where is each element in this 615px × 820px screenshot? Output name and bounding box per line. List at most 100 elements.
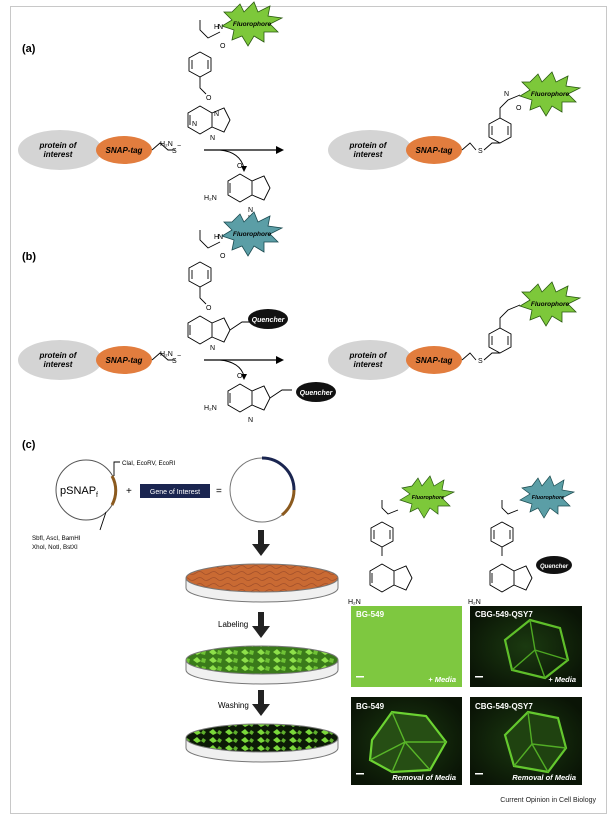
svg-text:protein of: protein of: [39, 351, 78, 360]
fluorophore-burst-c-bg: [399, 475, 456, 519]
svg-text:interest: interest: [354, 360, 383, 369]
svg-text:Quencher: Quencher: [540, 564, 569, 570]
svg-text:H₂N: H₂N: [468, 599, 481, 606]
figure-frame: [10, 6, 607, 814]
svg-text:Fluorophore: Fluorophore: [532, 495, 564, 501]
svg-text:O: O: [516, 105, 522, 112]
micrograph-title: CBG-549-QSY7: [475, 702, 533, 711]
micrograph-title: CBG-549-QSY7: [475, 610, 533, 619]
svg-text:Fluorophore: Fluorophore: [531, 301, 570, 308]
snap-tag-label: SNAP-tag: [106, 146, 143, 155]
snap-tag-a-left: [96, 136, 152, 164]
svg-text:N: N: [248, 417, 253, 424]
svg-text:H: H: [214, 234, 219, 241]
svg-text:S: S: [478, 358, 483, 365]
restriction-sites-bottom-1: SbfI, AscI, BamHI: [32, 535, 81, 542]
top-sites-leader: [113, 461, 120, 476]
svg-text:N: N: [218, 234, 223, 241]
svg-text:H₂N: H₂N: [204, 405, 217, 412]
leaving-arrow-b: [219, 359, 245, 377]
micrograph-title: BG-549: [356, 610, 385, 619]
protein-of-interest-a-left: [18, 130, 102, 170]
leaving-arrowhead-a: [241, 166, 247, 172]
leaving-arrow-a: [219, 149, 245, 169]
workflow-arrow-1: [252, 530, 270, 556]
micrograph-caption: Removal of Media: [512, 773, 576, 782]
fluorophore-burst-b-substrate: [221, 211, 284, 257]
svg-text:N: N: [192, 121, 197, 128]
panel-c-label: (c): [22, 439, 36, 451]
gene-of-interest-label: Gene of Interest: [150, 489, 200, 496]
svg-text:SNAP-tag: SNAP-tag: [416, 356, 453, 365]
equals-sign: =: [216, 486, 222, 497]
micrograph-bg549-removal: BG-549 Removal of Media: [351, 697, 462, 785]
svg-text:N: N: [218, 24, 223, 31]
svg-text:H₂N: H₂N: [160, 141, 173, 148]
svg-text:interest: interest: [44, 360, 73, 369]
svg-text:H₂N: H₂N: [204, 195, 217, 202]
cbg549-qsy7-structure: H₂N: [468, 500, 533, 606]
dish-washed: [185, 723, 339, 763]
leaving-arrowhead-b: [241, 374, 247, 380]
protein-label-1: protein of: [39, 141, 78, 150]
washing-step: Washing: [218, 701, 249, 710]
svg-text:O: O: [237, 163, 243, 170]
svg-text:Quencher: Quencher: [252, 317, 286, 324]
svg-text:H₂N: H₂N: [160, 351, 173, 358]
fluorophore-burst-b-product: [519, 281, 582, 327]
protein-of-interest-b-right: [328, 340, 412, 380]
svg-text:Fluorophore: Fluorophore: [531, 91, 570, 98]
svg-text:N: N: [214, 111, 219, 118]
dish-cells: [185, 563, 339, 603]
fluorophore-label: Fluorophore: [233, 21, 272, 28]
workflow-arrow-2: [252, 612, 270, 638]
snap-tag-b-right: [406, 346, 462, 374]
restriction-sites-bottom-2: XhoI, NotI, BstXI: [32, 544, 78, 551]
svg-text:Fluorophore: Fluorophore: [233, 231, 272, 238]
svg-text:N: N: [210, 135, 215, 142]
protein-of-interest-a-right: [328, 130, 412, 170]
thiolate-s: S: [172, 148, 177, 155]
thiolate-minus: −: [177, 143, 181, 150]
workflow-arrow-3: [252, 690, 270, 716]
quencher-c: [536, 556, 572, 574]
plasmid-subscript: f: [96, 492, 98, 499]
svg-text:O: O: [220, 43, 226, 50]
panel-a-label: (a): [22, 43, 36, 55]
svg-text:interest: interest: [354, 150, 383, 159]
arrowhead-a: [276, 146, 284, 154]
svg-text:Fluorophore: Fluorophore: [412, 495, 444, 501]
dish-labeled: [185, 645, 339, 685]
protein-label-2: interest: [44, 150, 73, 159]
svg-text:O: O: [220, 253, 226, 260]
restriction-sites-top: ClaI, EcoRV, EcoRI: [122, 460, 176, 467]
protein-of-interest-b-left: [18, 340, 102, 380]
fluorophore-burst-c-cbg: [519, 475, 576, 519]
snap-insert-arc: [281, 489, 296, 517]
gene-of-interest-box: [140, 484, 210, 498]
svg-text:N: N: [504, 91, 509, 98]
micrograph-caption: + Media: [428, 675, 456, 684]
svg-text:N: N: [210, 345, 215, 352]
micrograph-title: BG-549: [356, 702, 385, 711]
labeling-step: Labeling: [218, 620, 248, 629]
fluorophore-burst-a-product: [519, 71, 582, 117]
svg-text:SNAP-tag: SNAP-tag: [106, 356, 143, 365]
svg-text:O: O: [206, 305, 212, 312]
journal-credit: Current Opinion in Cell Biology: [500, 797, 596, 804]
quencher-guanine-product: O H₂N N: [204, 373, 292, 424]
quencher-b-substrate: [248, 309, 288, 329]
micrograph-bg549-media: BG-549 + Media: [351, 606, 462, 687]
snap-cassette-arc: [110, 475, 118, 506]
benzyl-linker-a: [488, 117, 512, 144]
cbg-fluorophore-quencher-substrate: H N O O H₂N N: [160, 230, 252, 358]
svg-text:S: S: [478, 148, 483, 155]
svg-text:SNAP-tag: SNAP-tag: [416, 146, 453, 155]
svg-text:O: O: [206, 95, 212, 102]
svg-text:O: O: [237, 373, 243, 380]
bottom-sites-leader: [99, 511, 107, 531]
quencher-b-product: [296, 382, 336, 402]
micrograph-caption: Removal of Media: [392, 773, 456, 782]
snap-tag-a-right: [406, 136, 462, 164]
